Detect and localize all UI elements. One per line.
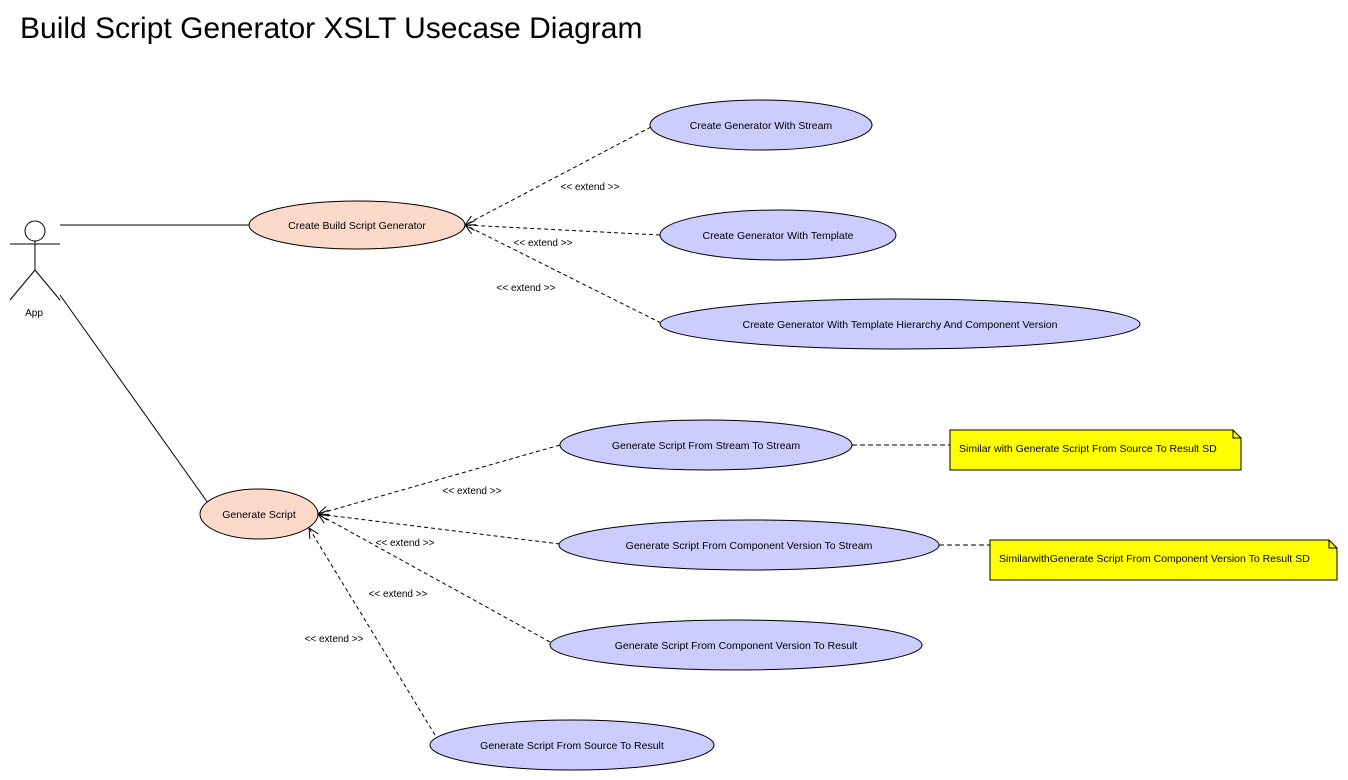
usecase-label: Generate Script [222, 509, 296, 521]
extend-line [465, 126, 652, 225]
usecase-label: Generate Script From Component Version T… [615, 640, 858, 652]
usecase-label: Create Generator With Stream [690, 120, 833, 132]
usecase-label: Generate Script From Stream To Stream [612, 440, 801, 452]
usecase-create-generator-with-template[interactable]: Create Generator With Template [659, 209, 897, 261]
diagram-title: Build Script Generator XSLT Usecase Diag… [20, 12, 643, 45]
actor-label: App [25, 308, 43, 319]
usecase-create-generator-with-hierarchy[interactable]: Create Generator With Template Hierarchy… [659, 298, 1141, 350]
extend-line [465, 225, 662, 324]
note-text: Similar with Generate Script From Source… [959, 443, 1217, 455]
note-component-to-stream[interactable]: SimilarwithGenerate Script From Componen… [989, 539, 1338, 581]
extend-label: << extend >> [305, 634, 364, 645]
extend-line [465, 225, 661, 236]
usecase-generate-source-to-result[interactable]: Generate Script From Source To Result [429, 719, 715, 771]
extend-label: << extend >> [561, 182, 620, 193]
extend-label: << extend >> [497, 283, 556, 294]
extend-line [309, 528, 436, 736]
note-text: SimilarwithGenerate Script From Componen… [999, 553, 1310, 565]
extend-line [318, 514, 551, 643]
usecase-label: Create Generator With Template Hierarchy… [743, 319, 1058, 331]
usecase-generate-component-to-result[interactable]: Generate Script From Component Version T… [549, 619, 923, 671]
extend-label: << extend >> [369, 589, 428, 600]
extend-label: << extend >> [514, 238, 573, 249]
association-line [59, 294, 209, 504]
actor-app[interactable]: App [9, 220, 61, 319]
usecase-generate-component-to-stream[interactable]: Generate Script From Component Version T… [558, 519, 940, 571]
usecase-create-build-script-generator[interactable]: Create Build Script Generator [248, 200, 466, 250]
usecase-label: Create Generator With Template [703, 230, 854, 242]
extend-label: << extend >> [443, 486, 502, 497]
usecase-label: Generate Script From Source To Result [480, 740, 664, 752]
extend-line [318, 444, 561, 514]
note-stream-to-stream[interactable]: Similar with Generate Script From Source… [949, 429, 1242, 471]
usecase-generate-script[interactable]: Generate Script [199, 488, 319, 540]
extend-label: << extend >> [376, 538, 435, 549]
usecase-create-generator-with-stream[interactable]: Create Generator With Stream [649, 99, 873, 151]
usecase-label: Create Build Script Generator [288, 220, 426, 232]
usecase-label: Generate Script From Component Version T… [626, 540, 873, 552]
extend-line [318, 514, 561, 545]
usecase-generate-stream-to-stream[interactable]: Generate Script From Stream To Stream [559, 419, 853, 471]
